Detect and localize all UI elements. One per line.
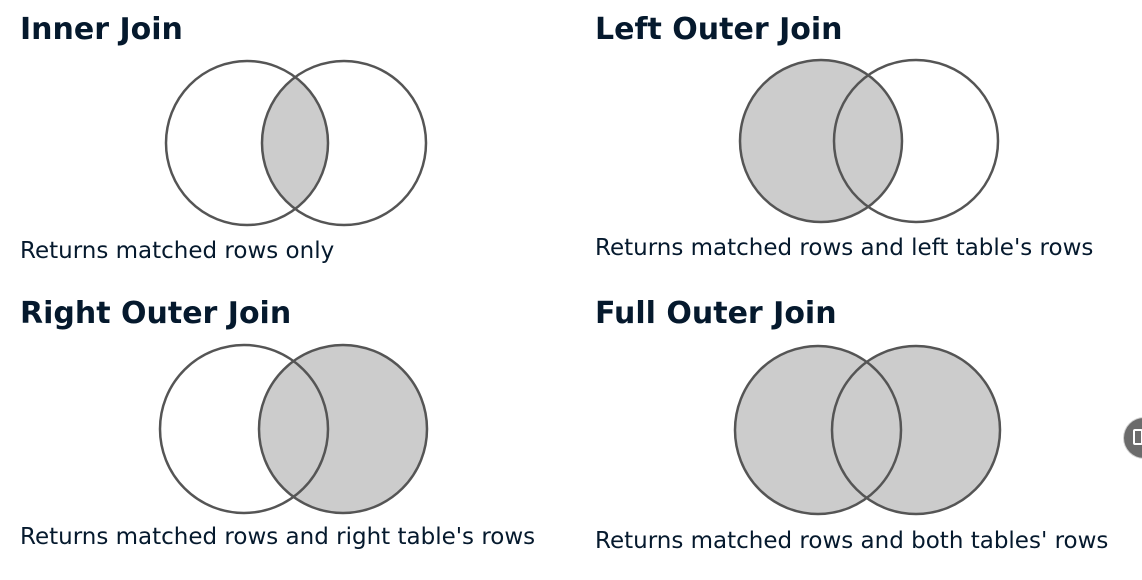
right-table-circle (257, 343, 429, 515)
left-table-circle (164, 59, 330, 227)
overlap-fill (262, 61, 328, 225)
overlap-fill (259, 345, 328, 513)
left-table-circle (158, 343, 330, 515)
panel-full-outer-join: Full Outer Join Returns matched rows and… (595, 299, 1142, 579)
overlap-fill (834, 60, 902, 222)
chat-widget-icon (1133, 429, 1142, 445)
right-table-circle (260, 59, 428, 227)
panel-title: Right Outer Join (20, 296, 292, 331)
panel-title: Full Outer Join (595, 296, 837, 331)
panel-caption: Returns matched rows and both tables' ro… (595, 528, 1109, 554)
venn-diagram-left-outer-join (738, 58, 1000, 224)
left-table-circle (733, 344, 903, 516)
panel-inner-join: Inner Join Returns matched rows only (20, 15, 580, 295)
panel-caption: Returns matched rows and left table's ro… (595, 235, 1094, 261)
right-table-circle (832, 58, 1000, 224)
panel-left-outer-join: Left Outer Join Returns matched rows and… (595, 15, 1142, 295)
venn-diagram-full-outer-join (733, 344, 1002, 516)
panel-title: Inner Join (20, 12, 183, 47)
panel-title: Left Outer Join (595, 12, 843, 47)
panel-caption: Returns matched rows and right table's r… (20, 524, 536, 550)
panel-caption: Returns matched rows only (20, 238, 335, 264)
overlap-fill (832, 346, 901, 514)
venn-diagram-right-outer-join (158, 343, 429, 515)
panel-right-outer-join: Right Outer Join Returns matched rows an… (20, 299, 580, 579)
venn-diagram-inner-join (164, 59, 428, 227)
right-table-circle (830, 344, 1002, 516)
left-table-circle (738, 58, 904, 224)
